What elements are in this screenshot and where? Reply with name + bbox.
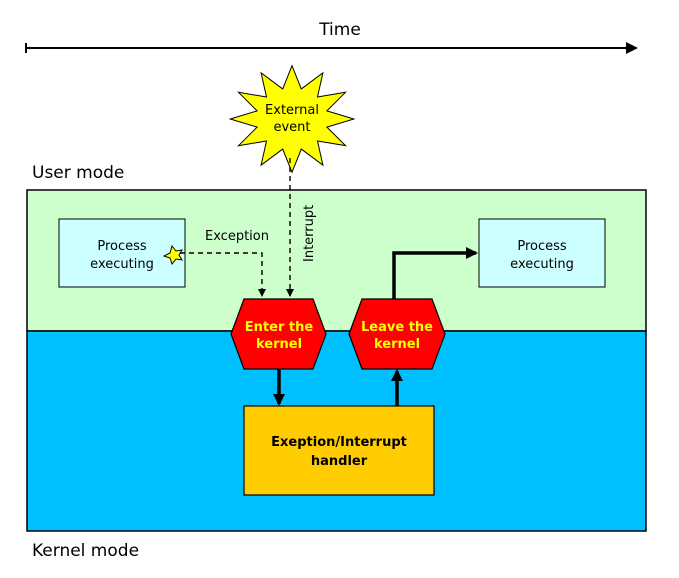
process-left-line1: Process bbox=[97, 239, 147, 254]
process-executing-left: Process executing bbox=[58, 218, 186, 288]
enter-kernel-line2: kernel bbox=[256, 337, 302, 352]
leave-kernel-octagon: Leave the kernel bbox=[348, 298, 446, 370]
handler-line2: handler bbox=[311, 454, 368, 469]
enter-kernel-line1: Enter the bbox=[245, 320, 314, 335]
leave-kernel-line1: Leave the bbox=[361, 320, 433, 335]
process-right-line1: Process bbox=[517, 239, 567, 254]
kernel-mode-label: Kernel mode bbox=[32, 541, 139, 561]
process-executing-right: Process executing bbox=[478, 218, 606, 288]
leave-to-process-arrow bbox=[392, 247, 478, 299]
external-event-star: External event bbox=[228, 64, 356, 174]
external-event-line2: event bbox=[273, 120, 310, 135]
external-event-line1: External bbox=[265, 103, 319, 118]
leave-kernel-line2: kernel bbox=[374, 337, 420, 352]
enter-kernel-octagon: Enter the kernel bbox=[230, 298, 327, 370]
exception-star-icon bbox=[162, 244, 183, 266]
exception-label: Exception bbox=[205, 229, 269, 244]
time-label: Time bbox=[318, 20, 361, 40]
handler-line1: Exeption/Interrupt bbox=[271, 435, 407, 450]
exception-interrupt-handler-box: Exeption/Interrupt handler bbox=[243, 405, 435, 496]
process-left-line2: executing bbox=[90, 257, 154, 272]
process-right-line2: executing bbox=[510, 257, 574, 272]
user-mode-label: User mode bbox=[32, 163, 124, 183]
interrupt-label: Interrupt bbox=[302, 205, 317, 262]
exception-arrow bbox=[180, 252, 266, 297]
